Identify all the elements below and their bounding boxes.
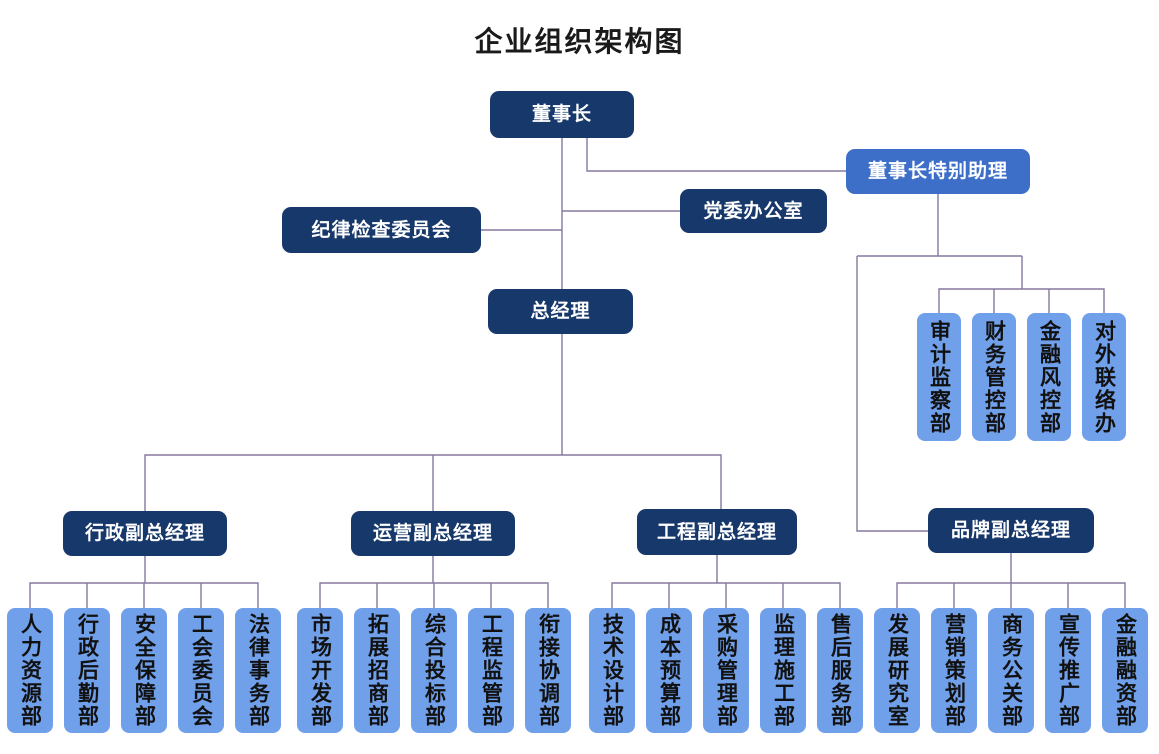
- connector-engineering-depts: [611, 555, 841, 608]
- node-marketing-planning-dept: 营销策划部: [931, 608, 977, 733]
- node-audit-supervision-dept: 审计监察部: [917, 313, 961, 441]
- node-deputy-brand: 品牌副总经理: [928, 508, 1094, 553]
- connector-chairman-to-assistant: [586, 138, 846, 172]
- node-procurement-dept: 采购管理部: [703, 608, 749, 733]
- node-admin-logistics-dept: 行政后勤部: [64, 608, 110, 733]
- connector-assistant-subtree: [856, 194, 1105, 532]
- node-finance-control-dept: 财务管控部: [972, 313, 1016, 441]
- connector-admin-depts: [29, 556, 259, 608]
- node-project-supervision-dept: 工程监管部: [468, 608, 514, 733]
- connector-operations-depts: [319, 556, 549, 608]
- node-market-dev-dept: 市场开发部: [297, 608, 343, 733]
- node-financial-risk-dept: 金融风控部: [1027, 313, 1071, 441]
- node-general-manager: 总经理: [488, 289, 633, 334]
- node-business-pr-dept: 商务公关部: [988, 608, 1034, 733]
- node-bid-tender-dept: 综合投标部: [411, 608, 457, 733]
- node-labor-union-committee: 工会委员会: [178, 608, 224, 733]
- node-external-liaison-office: 对外联络办: [1082, 313, 1126, 441]
- node-safety-dept: 安全保障部: [121, 608, 167, 733]
- connector-brand-depts: [896, 553, 1126, 608]
- node-construction-supervision-dept: 监理施工部: [760, 608, 806, 733]
- connector-gm-to-deputies: [144, 334, 722, 511]
- node-party-office: 党委办公室: [680, 189, 827, 233]
- node-cost-budget-dept: 成本预算部: [646, 608, 692, 733]
- node-tech-design-dept: 技术设计部: [589, 608, 635, 733]
- node-coordination-dept: 衔接协调部: [525, 608, 571, 733]
- node-deputy-engineering: 工程副总经理: [637, 509, 797, 555]
- node-after-sales-dept: 售后服务部: [817, 608, 863, 733]
- node-deputy-operations: 运营副总经理: [351, 511, 515, 556]
- org-chart-title: 企业组织架构图: [474, 25, 685, 58]
- node-deputy-admin: 行政副总经理: [63, 511, 227, 556]
- node-special-assistant: 董事长特别助理: [846, 149, 1030, 194]
- node-discipline-committee: 纪律检查委员会: [282, 207, 481, 253]
- node-publicity-promotion-dept: 宣传推广部: [1045, 608, 1091, 733]
- node-chairman: 董事长: [490, 91, 634, 138]
- node-legal-affairs-dept: 法律事务部: [235, 608, 281, 733]
- node-development-research-office: 发展研究室: [874, 608, 920, 733]
- node-hr-dept: 人力资源部: [7, 608, 53, 733]
- node-expansion-investment-dept: 拓展招商部: [354, 608, 400, 733]
- node-financing-dept: 金融融资部: [1102, 608, 1148, 733]
